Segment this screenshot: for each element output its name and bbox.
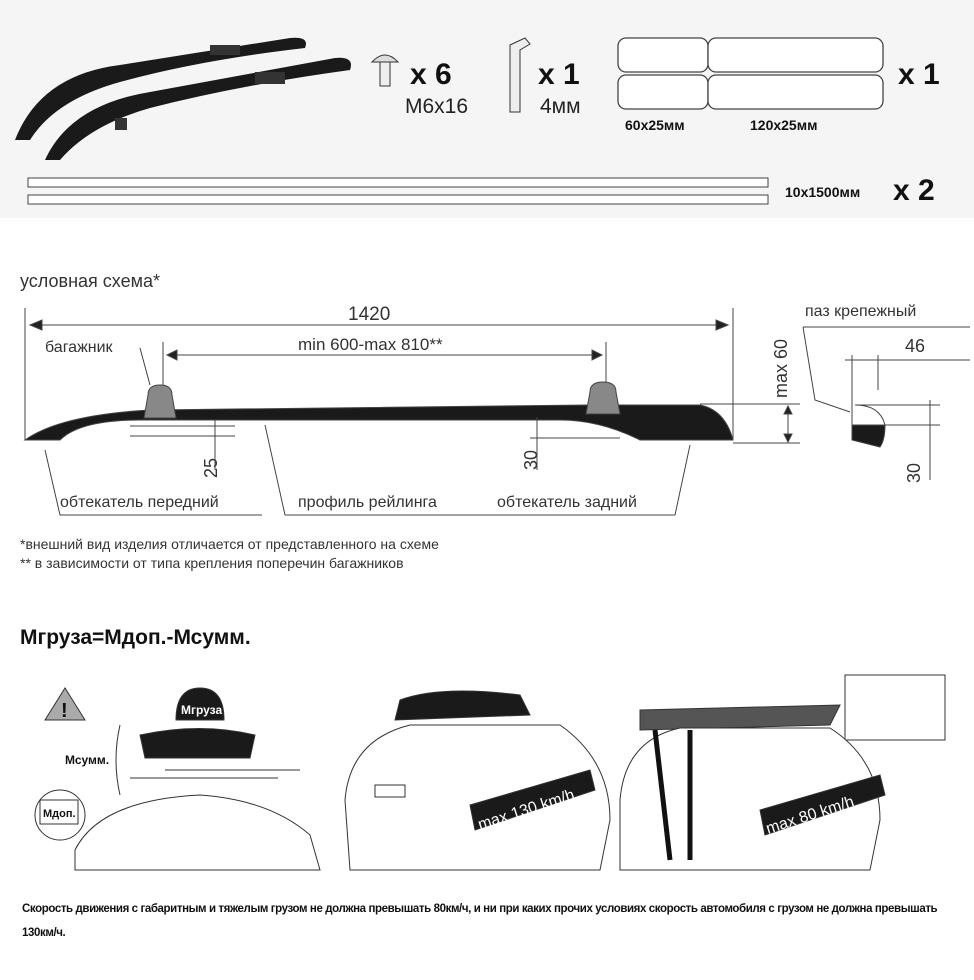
svg-text:обтекатель передний: обтекатель передний (60, 494, 219, 511)
roof-rails-illustration (15, 37, 351, 160)
svg-text:обтекатель задний: обтекатель задний (497, 494, 637, 511)
svg-text:x 1: x 1 (538, 58, 580, 91)
sealing-strips-icon (27, 177, 769, 205)
svg-text:M6x16: M6x16 (405, 95, 468, 118)
svg-text:4мм: 4мм (540, 95, 581, 118)
load-diagram: ! (34, 687, 321, 871)
svg-text:** в зависимости от типа крепл: ** в зависимости от типа крепления попер… (20, 555, 404, 571)
svg-text:min 600-max 810**: min 600-max 810** (298, 335, 443, 354)
car-with-roof-box (344, 690, 611, 871)
svg-text:10x1500мм: 10x1500мм (785, 184, 860, 200)
car-with-wide-load (619, 674, 946, 871)
svg-text:30: 30 (521, 450, 541, 470)
svg-text:профиль рейлинга: профиль рейлинга (298, 494, 437, 511)
hex-key-icon (509, 37, 531, 113)
svg-text:46: 46 (905, 336, 925, 356)
svg-text:багажник: багажник (45, 339, 114, 356)
svg-text:x 6: x 6 (410, 58, 452, 91)
adhesive-pads-icon (617, 37, 884, 110)
svg-text:x 1: x 1 (898, 58, 940, 91)
svg-text:x 2: x 2 (893, 174, 935, 207)
svg-text:1420: 1420 (348, 304, 390, 325)
svg-text:max 60: max 60 (771, 339, 791, 398)
svg-text:Мгруза=Мдоп.-Мсумм.: Мгруза=Мдоп.-Мсумм. (20, 626, 251, 649)
svg-text:60x25мм: 60x25мм (625, 117, 685, 133)
svg-text:25: 25 (201, 458, 221, 478)
svg-text:30: 30 (904, 463, 924, 483)
rail-scheme-drawing (23, 308, 970, 516)
svg-text:условная схема*: условная схема* (20, 271, 160, 291)
speed-warning-text: Скорость движения с габаритным и тяжелым… (22, 903, 938, 939)
svg-text:Мдоп.: Мдоп. (43, 808, 76, 820)
svg-text:120x25мм: 120x25мм (750, 117, 817, 133)
svg-text:!: ! (61, 700, 68, 722)
svg-text:*внешний вид изделия отличаетс: *внешний вид изделия отличается от предс… (20, 536, 439, 552)
svg-text:паз крепежный: паз крепежный (805, 303, 916, 320)
bolt-icon (370, 54, 400, 87)
svg-text:Мгруза: Мгруза (181, 703, 222, 717)
svg-text:Мсумм.: Мсумм. (65, 753, 109, 767)
